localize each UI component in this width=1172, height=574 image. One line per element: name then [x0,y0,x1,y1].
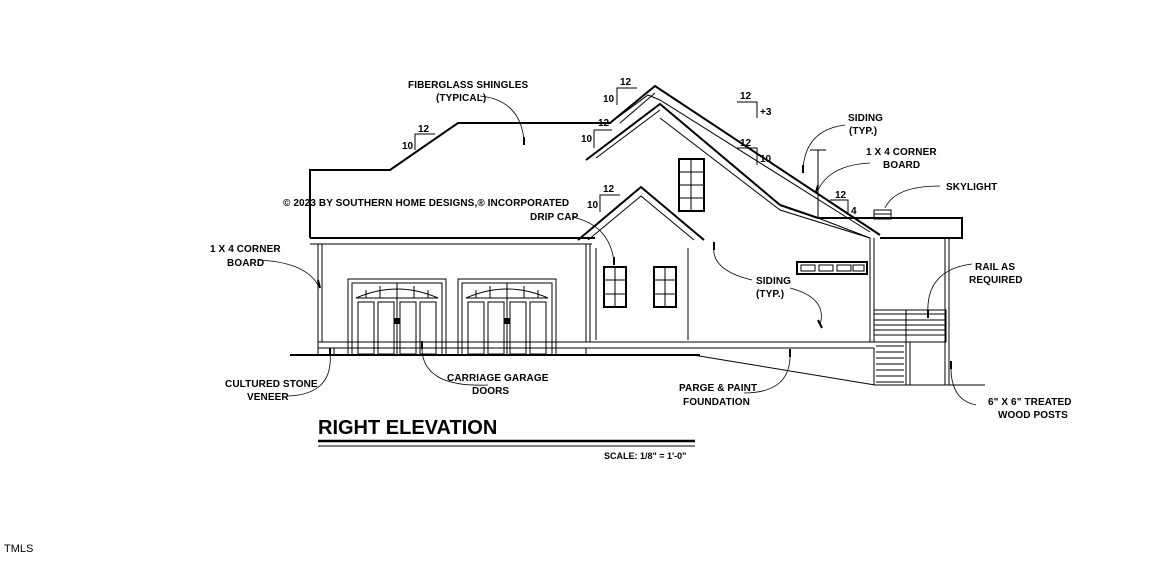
label-cultured-stone-veneer: VENEER [247,392,289,403]
pitch-5-run: 12 [740,138,752,149]
pitch-symbols [414,87,849,215]
pitch-4-rise: 10 [581,134,593,145]
pitch-7-run: 12 [835,190,847,201]
window-right [653,266,677,308]
garage-door-right [457,278,557,356]
front-gable [577,185,705,340]
walls [317,217,950,385]
label-fiberglass-shingles: FIBERGLASS SHINGLES [408,80,528,91]
roof-outline [309,84,963,245]
label-corner-board-left: 1 X 4 CORNER [210,244,281,255]
label-corner-board-right: 1 X 4 CORNER [866,147,937,158]
label-rail: RAIL AS [975,262,1015,273]
drawing-title: RIGHT ELEVATION [318,417,497,439]
label-fiberglass-shingles-typical: (TYPICAL) [436,93,486,104]
pitch-6-run: 12 [603,184,615,195]
label-carriage-doors-2: DOORS [472,386,509,397]
pitch-5-rise: 10 [760,154,772,165]
pitch-4-run: 12 [598,118,610,129]
garage-door-left [347,278,447,356]
label-cultured-stone: CULTURED STONE [225,379,318,390]
label-copyright: © 2023 BY SOUTHERN HOME DESIGNS,® INCORP… [283,198,569,209]
pitch-2-run: 12 [418,124,430,135]
label-parge-paint: PARGE & PAINT [679,383,757,394]
label-siding-lower-typ: (TYP.) [756,289,784,300]
pitch-7-rise: 4 [851,206,857,217]
skylight [873,209,892,220]
window-upper [678,158,705,212]
label-siding-lower: SIDING [756,276,791,287]
label-drip-cap: DRIP CAP [530,212,579,223]
window-left [603,266,627,308]
drawing-scale: SCALE: 1/8" = 1'-0" [604,451,686,461]
label-skylight: SKYLIGHT [946,182,997,193]
label-wood-posts: WOOD POSTS [998,410,1068,421]
pitch-1-rise: 10 [603,94,615,105]
label-siding-upper: SIDING [848,113,883,124]
label-rail-required: REQUIRED [969,275,1023,286]
tmls-watermark: TMLS [4,543,33,555]
pitch-1-run: 12 [620,77,632,88]
porch-railing [873,309,947,343]
leader-tips [317,137,952,369]
label-siding-upper-typ: (TYP.) [849,126,877,137]
porch-stairs [876,345,904,383]
label-corner-board-left-2: BOARD [227,258,264,269]
pitch-2-rise: 10 [402,141,414,152]
label-treated-posts: 6" X 6" TREATED [988,397,1072,408]
label-parge-foundation: FOUNDATION [683,397,750,408]
label-corner-board-right-2: BOARD [883,160,920,171]
pitch-3-rise: +3 [760,107,772,118]
label-carriage-doors: CARRIAGE GARAGE [447,373,549,384]
title-underline [318,439,695,447]
pitch-3-run: 12 [740,91,752,102]
window-transom-band [796,261,868,275]
pitch-6-rise: 10 [587,200,599,211]
